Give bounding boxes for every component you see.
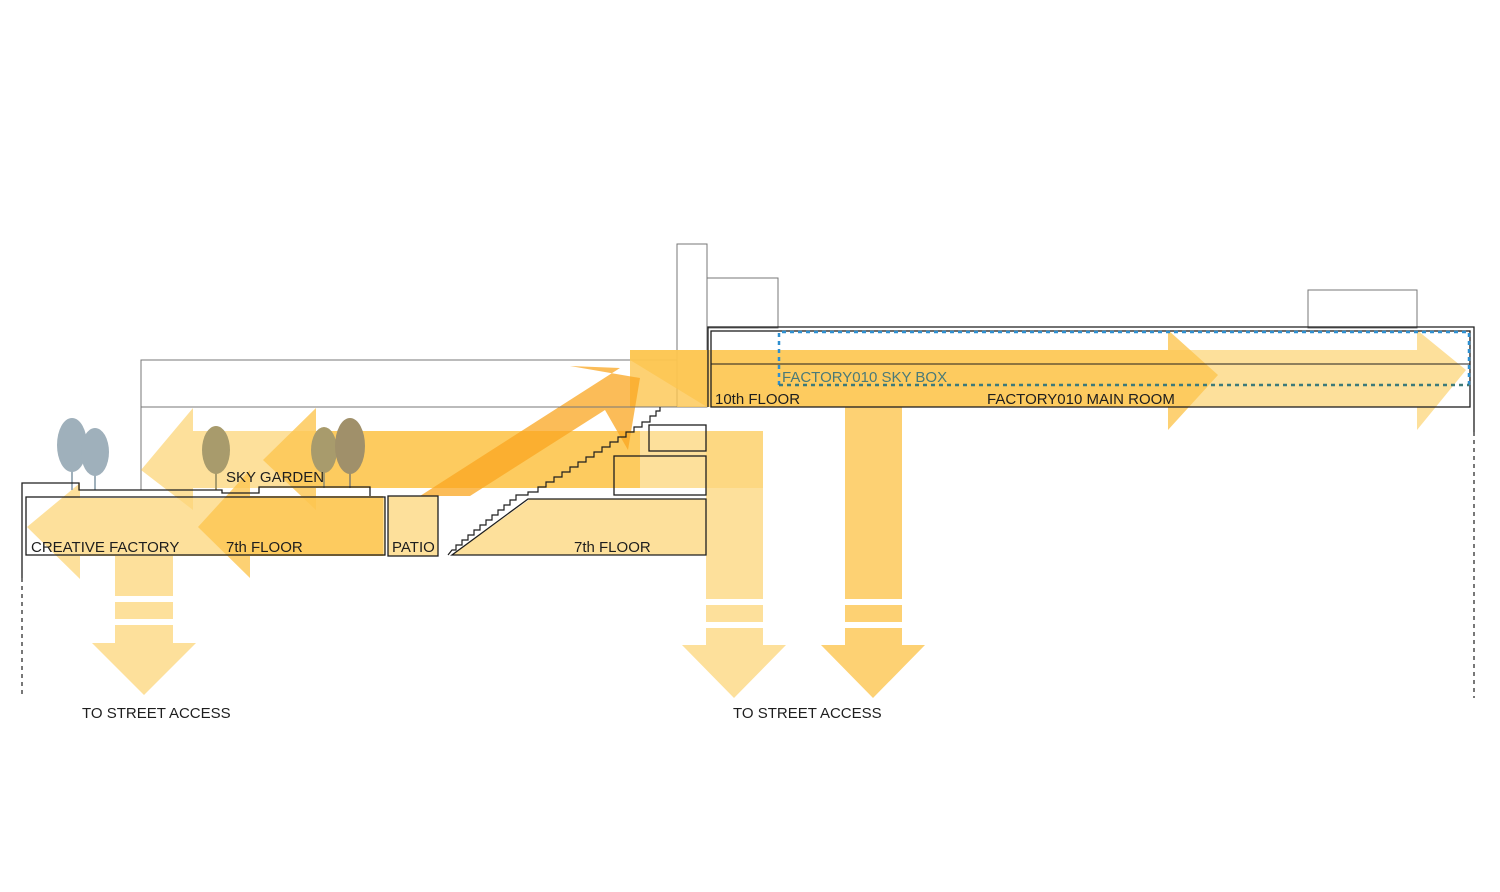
label-street-access-left: TO STREET ACCESS xyxy=(82,705,231,722)
sky-box-top-outline xyxy=(777,330,1471,385)
tree-icon xyxy=(335,418,365,488)
label-seventh-floor-left: 7th FLOOR xyxy=(226,539,303,556)
tree-icon xyxy=(57,418,87,490)
center-exit-shaft-1 xyxy=(706,431,763,599)
staircase xyxy=(447,407,661,556)
left-exit-shaft-2 xyxy=(115,602,173,619)
tree-icon xyxy=(81,428,109,490)
main-room-exit-shaft-1 xyxy=(845,407,902,599)
main-room-flow-arrow-near xyxy=(630,330,1218,430)
label-street-access-right: TO STREET ACCESS xyxy=(733,705,882,722)
center-exit-arrowhead xyxy=(682,628,786,698)
tree-icon xyxy=(202,426,230,490)
stair-landing-box-upper xyxy=(648,424,707,452)
rooftop-box-outline xyxy=(706,277,779,329)
sky-box-outline xyxy=(777,330,1471,387)
patio-to-tenth-floor-flow xyxy=(420,366,640,496)
seventh-floor-right-box xyxy=(450,498,707,556)
label-tenth-floor: 10th FLOOR xyxy=(715,391,800,408)
main-room-exit-arrowhead xyxy=(821,628,925,698)
main-room-exit-shaft-2 xyxy=(845,605,902,622)
sky-garden-roof-line xyxy=(21,482,371,578)
label-main-room: FACTORY010 MAIN ROOM xyxy=(987,391,1175,408)
grid-lines xyxy=(21,432,1475,698)
patio-box xyxy=(387,495,439,557)
center-exit-shaft-2 xyxy=(706,605,763,622)
tree-icon xyxy=(311,427,337,488)
stair-landing-box-lower xyxy=(613,455,707,496)
label-seventh-floor-right: 7th FLOOR xyxy=(574,539,651,556)
patio-fill xyxy=(388,496,438,556)
trees xyxy=(57,418,365,490)
left-exit-shaft-1 xyxy=(115,556,173,596)
label-creative-factory: CREATIVE FACTORY xyxy=(31,539,179,556)
label-sky-garden: SKY GARDEN xyxy=(226,469,324,486)
label-sky-box: FACTORY010 SKY BOX xyxy=(782,369,947,386)
seventh-floor-right-fill xyxy=(452,499,706,555)
tower-fill xyxy=(630,350,707,407)
main-room-outer-line xyxy=(707,326,1475,432)
left-exit-arrowhead xyxy=(92,625,196,695)
rooftop-box-right-outline xyxy=(1307,289,1418,329)
creative-factory-box xyxy=(25,496,386,556)
label-patio: PATIO xyxy=(392,539,435,556)
